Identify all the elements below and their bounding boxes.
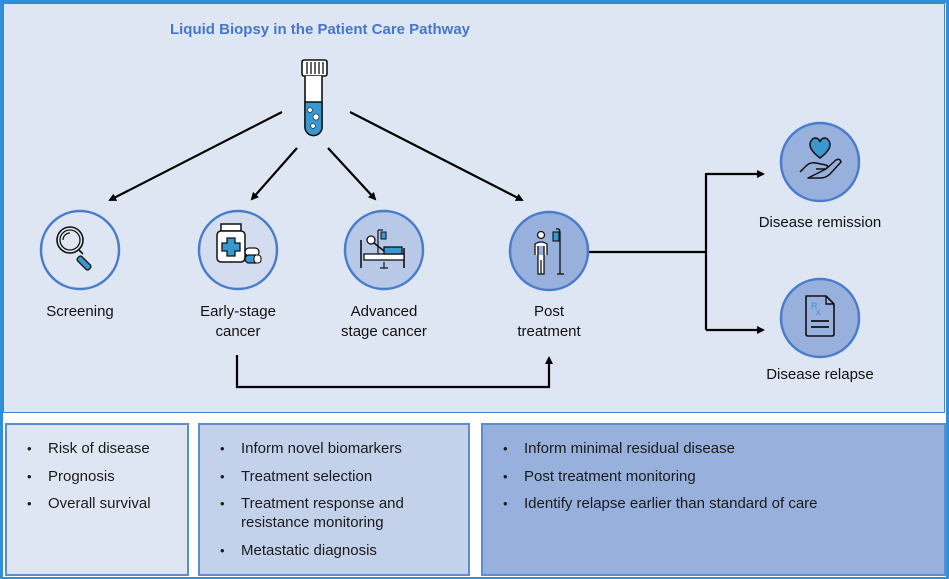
- patient-iv-drip-icon: [534, 228, 564, 275]
- arrow-early-to-post-treatment: [235, 355, 553, 389]
- info-box-cancer-uses: • Inform novel biomarkers • Treatment sele…: [198, 423, 470, 576]
- bullet: •: [220, 441, 225, 456]
- list-item-text: Overall survival: [48, 495, 151, 512]
- svg-text:x: x: [816, 307, 821, 317]
- list-item: • Post treatment monitoring: [483, 467, 944, 486]
- hospital-bed-patient-icon: [360, 229, 405, 269]
- medicine-bottle-pills-icon: [216, 223, 262, 264]
- outcome-label-disease-remission: Disease remission: [758, 214, 882, 231]
- bullet: •: [220, 496, 225, 511]
- list-item-text: Treatment selection: [241, 467, 373, 485]
- outcome-branch: [588, 170, 765, 334]
- stage-label-post-treatment: Post treatment: [489, 302, 609, 342]
- arrow-to-advanced-stage: [327, 147, 377, 201]
- list-item: • Treatment selection: [200, 467, 468, 486]
- label-line: Screening: [46, 303, 114, 320]
- label-line: cancer: [215, 323, 261, 340]
- label-line: treatment: [517, 323, 581, 340]
- label-line: stage cancer: [341, 323, 427, 340]
- care-pathway-panel: [3, 3, 945, 413]
- diagram-title: Liquid Biopsy in the Patient Care Pathwa…: [169, 21, 471, 38]
- stage-node-early-stage-cancer: [197, 209, 279, 291]
- bullet: •: [503, 496, 508, 511]
- bullet: •: [220, 542, 225, 558]
- bullet: •: [27, 468, 32, 484]
- stage-node-post-treatment: [508, 210, 590, 292]
- bullet: •: [220, 468, 225, 484]
- stage-label-advanced-stage-cancer: Advanced stage cancer: [324, 302, 444, 342]
- stage-node-advanced-stage-cancer: [343, 209, 425, 291]
- list-item: • Identify relapse earlier than standard …: [483, 494, 944, 513]
- list-item-text: Metastatic diagnosis: [241, 541, 377, 559]
- stage-label-screening: Screening: [20, 302, 140, 322]
- stage-node-screening: [39, 209, 121, 291]
- arrow-to-early-stage: [250, 147, 298, 201]
- label-line: Advanced: [350, 303, 418, 320]
- list-item-text: Identify relapse earlier than standard o…: [524, 495, 818, 512]
- list-item-text: Inform minimal residual disease: [524, 440, 735, 457]
- info-box-screening-uses: • Risk of disease • Prognosis • Overall sur…: [5, 423, 189, 576]
- list-item: • Overall survival: [7, 494, 187, 513]
- arrow-to-post-treatment: [349, 111, 524, 201]
- magnifying-glass-icon: [56, 226, 92, 271]
- blood-test-tube-icon: [301, 59, 328, 137]
- label-line: Post: [533, 303, 564, 320]
- list-item: • Metastatic diagnosis: [200, 541, 468, 560]
- prescription-document-icon: R x: [805, 295, 835, 337]
- svg-text:R: R: [811, 301, 818, 311]
- heart-in-hand-icon: [799, 137, 842, 179]
- arrow-to-screening: [108, 111, 283, 201]
- info-box-post-treatment-uses: • Inform minimal residual disease • Post t…: [481, 423, 946, 576]
- list-item-text: Inform novel biomarkers: [241, 440, 402, 457]
- list-item: • Inform novel biomarkers: [200, 439, 468, 458]
- bullet: •: [503, 441, 508, 456]
- outcome-label-disease-relapse: Disease relapse: [766, 366, 874, 383]
- list-item: • Treatment response and resistance monit…: [200, 494, 468, 532]
- label-line: Early-stage: [200, 303, 276, 320]
- bullet: •: [503, 468, 508, 484]
- outcome-node-disease-relapse: R x: [779, 277, 861, 359]
- source-arrows: [108, 111, 524, 201]
- bullet: •: [27, 441, 32, 456]
- bullet: •: [27, 496, 32, 511]
- stage-label-early-stage-cancer: Early-stage cancer: [178, 302, 298, 342]
- pathway-diagram: R x: [39, 59, 861, 389]
- list-item-text: Post treatment monitoring: [524, 467, 696, 485]
- list-item-text: Risk of disease: [48, 440, 150, 457]
- list-item: • Risk of disease: [7, 439, 187, 458]
- list-item: • Prognosis: [7, 467, 187, 486]
- list-item: • Inform minimal residual disease: [483, 439, 944, 458]
- list-item-text: Treatment response and resistance monito…: [241, 495, 404, 531]
- outcome-node-disease-remission: [779, 121, 861, 203]
- list-item-text: Prognosis: [48, 467, 115, 485]
